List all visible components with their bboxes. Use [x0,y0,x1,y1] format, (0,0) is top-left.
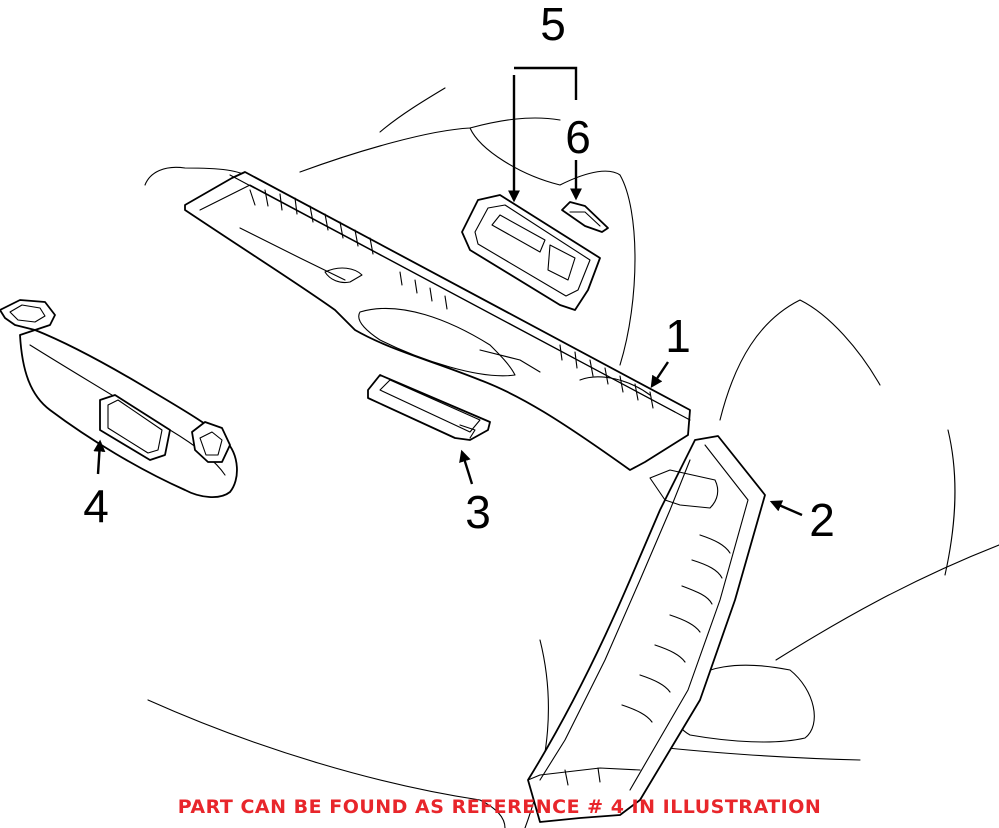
part-5-console-housing [461,194,601,311]
callout-5: 5 [540,0,566,50]
part-1-roof-header [184,171,691,471]
part-2-a-pillar [527,435,766,823]
reference-note: PART CAN BE FOUND AS REFERENCE # 4 IN IL… [177,796,822,818]
leader-3 [459,449,474,485]
leader-lines [93,66,803,517]
part-3-lamp-cover [367,374,491,441]
vehicle-outline [144,87,999,828]
leader-4 [93,439,106,475]
leader-1 [650,361,669,388]
bracket-5-6 [514,66,578,100]
callout-3: 3 [465,486,491,538]
callout-1: 1 [665,310,691,362]
part-6-clip [561,201,609,233]
callout-6: 6 [565,111,591,163]
callout-4: 4 [83,480,109,532]
part-4-sun-visor [0,299,238,498]
callout-2: 2 [809,494,835,546]
leader-2 [769,500,803,517]
callout-labels: 5 6 1 2 3 4 [83,0,835,546]
